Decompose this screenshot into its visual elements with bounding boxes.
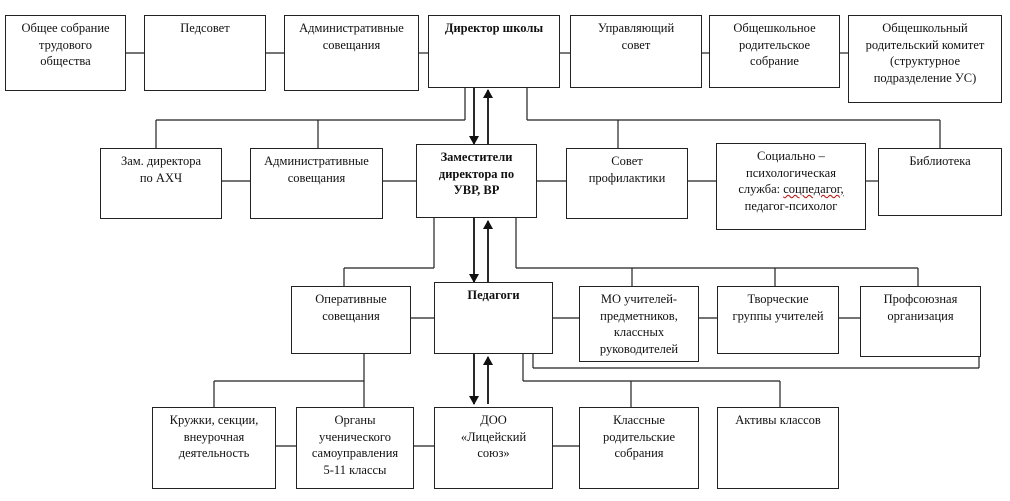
creative-groups-box: Творческие группы учителей: [717, 286, 839, 354]
director-box: Директор школы: [428, 15, 560, 88]
class-actives-box: Активы классов: [717, 407, 839, 489]
library-label: Библиотека: [909, 154, 971, 168]
clubs-box: Кружки, секции, внеурочная деятельность: [152, 407, 276, 489]
creative-groups-label: Творческие группы учителей: [732, 292, 824, 323]
admin-meetings-label: Административные совещания: [264, 154, 369, 185]
deputies-label: Заместители директора по УВР, ВР: [438, 150, 515, 197]
doo-label: ДОО «Лицейский союз»: [460, 413, 527, 460]
psych-service-text-1: Социально – психологическая служба:: [738, 149, 836, 196]
admin-meetings-box: Административные совещания: [250, 148, 383, 219]
general-meeting-box: Общее собрание трудового общества: [5, 15, 126, 91]
deputies-box: Заместители директора по УВР, ВР: [416, 144, 537, 218]
union-label: Профсоюзная организация: [883, 292, 958, 323]
union-box: Профсоюзная организация: [860, 286, 981, 357]
doo-box: ДОО «Лицейский союз»: [434, 407, 553, 489]
psych-service-label: Социально – психологическая служба: соцп…: [738, 148, 843, 214]
class-parents-label: Классные родительские собрания: [603, 413, 675, 460]
director-label: Директор школы: [444, 21, 544, 35]
class-actives-label: Активы классов: [735, 413, 821, 427]
parents-meeting-label: Общешкольное родительское собрание: [733, 21, 816, 68]
psych-service-underlined-word: соцпедагог,: [783, 182, 844, 196]
clubs-label: Кружки, секции, внеурочная деятельность: [169, 413, 259, 460]
deputy-ahch-box: Зам. директора по АХЧ: [100, 148, 222, 219]
teachers-council-label: Педсовет: [180, 21, 230, 35]
parents-committee-label: Общешкольный родительский комитет (струк…: [865, 21, 985, 85]
operative-meetings-box: Оперативные совещания: [291, 286, 411, 354]
general-meeting-label: Общее собрание трудового общества: [21, 21, 110, 68]
admin-meetings-top-box: Административные совещания: [284, 15, 419, 91]
teachers-label: Педагоги: [467, 288, 520, 302]
prevention-council-box: Совет профилактики: [566, 148, 688, 219]
mo-teachers-label: МО учителей- предметников, классных руко…: [599, 292, 679, 356]
parents-meeting-box: Общешкольное родительское собрание: [709, 15, 840, 88]
library-box: Библиотека: [878, 148, 1002, 216]
governing-council-box: Управляющий совет: [570, 15, 702, 88]
operative-meetings-label: Оперативные совещания: [315, 292, 387, 323]
parents-committee-box: Общешкольный родительский комитет (струк…: [848, 15, 1002, 103]
governing-council-label: Управляющий совет: [597, 21, 675, 52]
admin-meetings-top-label: Административные совещания: [299, 21, 404, 52]
prevention-council-label: Совет профилактики: [588, 154, 666, 185]
mo-teachers-box: МО учителей- предметников, классных руко…: [579, 286, 699, 362]
class-parents-box: Классные родительские собрания: [579, 407, 699, 489]
self-government-label: Органы ученического самоуправления 5-11 …: [311, 413, 399, 477]
teachers-box: Педагоги: [434, 282, 553, 354]
teachers-council-box: Педсовет: [144, 15, 266, 91]
psych-service-text-2: педагог-психолог: [744, 198, 838, 213]
psych-service-box: Социально – психологическая служба: соцп…: [716, 143, 866, 230]
deputy-ahch-label: Зам. директора по АХЧ: [120, 154, 202, 185]
self-government-box: Органы ученического самоуправления 5-11 …: [296, 407, 414, 489]
